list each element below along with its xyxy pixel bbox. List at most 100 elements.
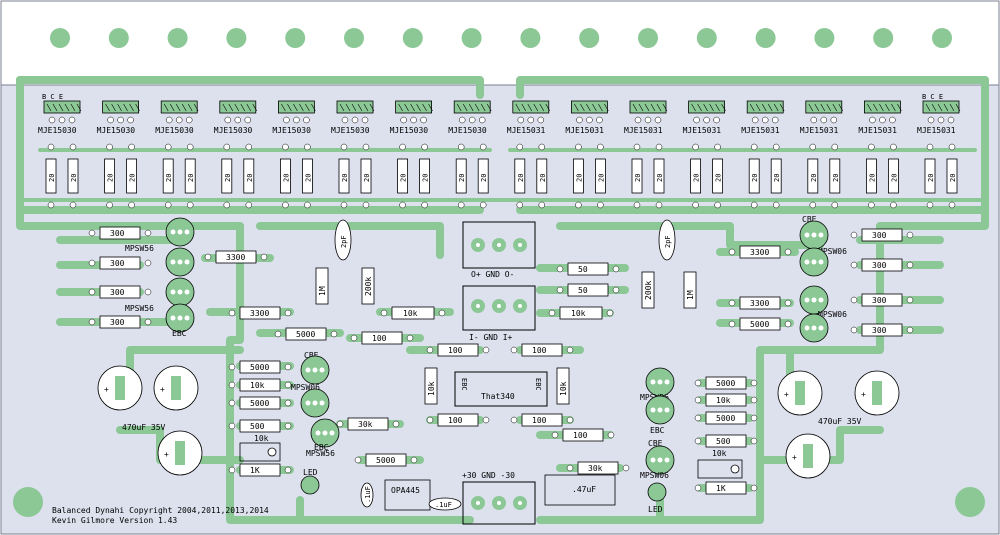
resistor-pad [694,379,702,387]
resistor-body [641,271,655,309]
resistor-body [683,271,697,309]
resistor-pad [516,143,524,151]
resistor-pad [694,484,702,492]
resistor-value: 3300 [750,299,769,308]
transistor-pin [818,325,824,331]
resistor-pad [784,299,792,307]
resistor-body [712,158,723,194]
emitter-resistor-value: 20 [282,174,290,182]
tab-hatch [749,103,755,112]
transistor-tab [43,100,81,114]
resistor-pad [809,201,817,209]
resistor-pad [750,201,758,209]
transistor-tab [160,100,198,114]
resistor-value: 5000 [250,399,269,408]
emitter-resistor-value: 20 [634,174,642,182]
tab-hatch [234,103,240,112]
resistor-value: 200k [644,281,653,300]
emitter-resistor-value: 20 [773,174,781,182]
resistor-pad [622,464,630,472]
trimpot-outline [697,459,743,479]
resistor-body [67,158,79,194]
resistor-body [99,256,141,270]
tab-hatch [808,103,814,112]
transistor-label: MPSW06 [640,471,669,480]
resistor-300: 300 [88,226,152,240]
transistor-pin [177,259,183,265]
version-line: Kevin Gilmore Version 1.43 [52,516,177,525]
resistor-pad [304,143,311,151]
components: 300300300300MPSW56MPSW56EBC3300330050005… [88,215,914,514]
transistor-pin [185,116,193,124]
resistor-pad [410,456,418,464]
resistor-value: 100 [448,346,463,355]
resistor-5000: 5000 [694,411,758,425]
resistor-body [888,158,899,194]
capacitor-body [658,219,676,261]
transistor-pin [650,379,656,385]
resistor-pad [330,330,338,338]
resistor-pad [772,143,780,151]
transistor-label: MPSW56 [125,244,154,253]
resistor-pad [566,416,574,424]
resistor-value: 300 [110,259,125,268]
resistor-pad [340,143,348,151]
polarity-mark: + [160,385,165,394]
output-transistor: MJE15031 [858,100,902,135]
electrolytic-cap: + [785,433,831,479]
resistor-body [739,296,781,310]
resistor-body [653,158,665,194]
transistor-pin [761,116,769,124]
transistor-pin [810,116,818,124]
transistor-pin [184,315,190,321]
resistor-value: 300 [872,231,887,240]
tab-hatch [879,103,884,112]
transistor-tab [746,100,784,114]
resistor-pad [362,143,370,151]
emitter-resistor: 20 [184,143,196,209]
tab-hatch [656,103,662,112]
tab-hatch [351,103,357,112]
tab-hatch [456,103,462,112]
transistor-pin [224,116,232,124]
led-label-left: LED [303,468,318,477]
led-label-right: LED [648,505,663,514]
trimpot-screw [267,447,277,457]
resistor-body [705,481,747,495]
resistor-body [397,158,409,194]
tab-hatch [820,103,826,112]
output-transistor: MJE15030 [155,100,199,135]
resistor-5000: 5000 [274,327,338,341]
driver-transistor [300,388,330,418]
driver-transistor [645,395,675,425]
resistor-pad [392,420,400,428]
tab-hatch [885,103,890,112]
emitter-resistor: 20 [690,143,701,209]
emitter-resistor-value: 20 [70,174,78,182]
driver-transistor: MPSW56 [306,418,340,458]
tab-hatch [70,103,76,112]
right-cap-label: 470uF 35V [818,417,862,426]
transistor-pin [170,289,176,295]
resistor-pad [482,346,490,354]
tab-hatch [46,103,52,112]
cap-01uf: .1uF [428,497,462,511]
resistor-pad [750,143,758,151]
tab-hatch [410,103,415,112]
tab-hatch [123,103,128,112]
transistor-pin [361,116,369,124]
driver-transistor: MPSW06 [640,445,675,480]
resistor-body [126,158,137,194]
transistor-pin [818,232,824,238]
capacitor-value: .1uF [435,501,452,509]
tab-hatch [709,103,714,112]
capacitor-pad [795,381,805,405]
tab-hatch [175,103,181,112]
transistor-pin [804,232,810,238]
resistor-body [924,158,936,194]
resistor-body [99,226,141,240]
resistor-value: 300 [110,229,125,238]
capacitor-value: 2pF [340,235,348,248]
resistor-value: 300 [110,288,125,297]
